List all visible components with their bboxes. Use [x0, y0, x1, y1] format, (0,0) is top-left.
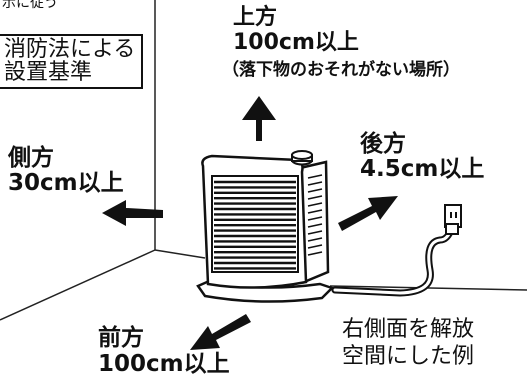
front-direction-label: 前方	[98, 325, 144, 351]
top-direction-label: 上方	[233, 5, 278, 30]
floor-left-line	[0, 249, 156, 321]
floor-back-line	[154, 249, 206, 259]
side-vent-slit	[307, 181, 323, 186]
arrow-up-icon	[242, 96, 276, 141]
side-vent-slit	[307, 216, 323, 221]
rear-distance-label: 4.5cm以上	[360, 156, 485, 182]
wall-outlet-icon	[444, 204, 462, 228]
arrow-front-icon	[190, 314, 251, 350]
standard-line-1: 消防法による	[4, 37, 136, 62]
power-cord	[331, 223, 459, 297]
side-vent-slit	[307, 195, 323, 200]
plug-icon	[445, 223, 459, 235]
floor-right-line	[329, 285, 527, 291]
arrow-rear-icon	[338, 196, 398, 231]
side-vent-slit	[307, 209, 323, 214]
standard-line-2: 設置基準	[4, 60, 93, 86]
side-vent-slit	[307, 174, 323, 179]
side-vent-slit	[307, 188, 323, 193]
side-vent-slit	[307, 230, 323, 235]
top-distance-label: 100cm以上	[233, 30, 359, 55]
top-note-label: （落下物のおそれがない場所）	[222, 60, 460, 80]
side-vent-slit	[307, 237, 323, 242]
side-direction-label: 側方	[8, 145, 54, 171]
side-vent-slit	[307, 202, 323, 207]
arrow-left-icon	[102, 200, 163, 226]
standard-box: 消防法による 設置基準	[0, 34, 144, 90]
front-distance-label: 100cm以上	[98, 351, 230, 377]
cutoff-instruction-text: 示に従う	[2, 0, 58, 11]
heater-icon	[196, 150, 335, 303]
rear-direction-label: 後方	[360, 131, 406, 157]
side-vent-slit	[307, 244, 323, 249]
side-distance-label: 30cm以上	[8, 170, 124, 196]
side-vent-slit	[307, 223, 323, 228]
caption-line-2: 空間にした例	[342, 344, 475, 369]
caption-line-1: 右側面を解放	[342, 317, 475, 342]
side-vent-slit	[307, 251, 323, 256]
